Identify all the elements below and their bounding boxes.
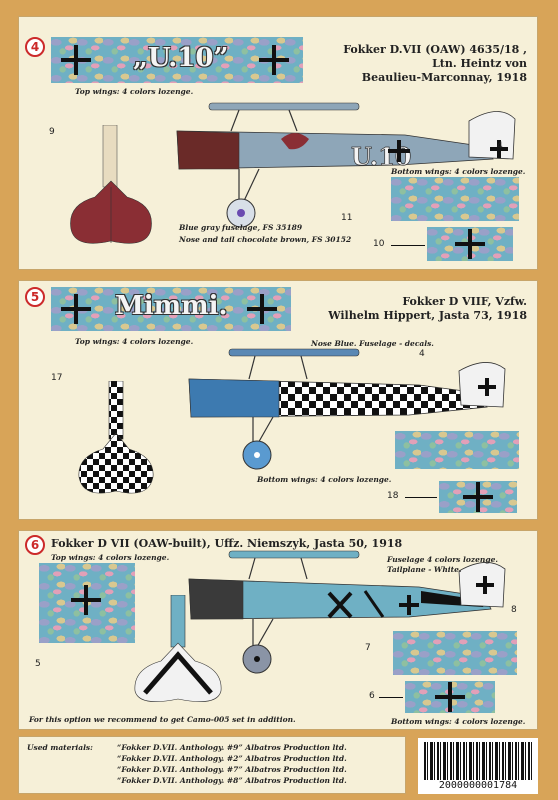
top-wings-note: Top wings: 4 colors lozenge. (51, 553, 170, 562)
callout-arrow (379, 697, 403, 698)
iron-cross-marking (71, 585, 101, 615)
used-materials-box: Used materials: “Fokker D.VII. Anthology… (18, 736, 406, 794)
decal-callout: 9 (49, 127, 55, 137)
decal-wing-piece (405, 681, 495, 713)
iron-cross-marking (455, 229, 485, 259)
camo-note: For this option we recommend to get Camo… (29, 715, 296, 724)
decal-callout: 5 (35, 659, 41, 669)
option-number-badge: 6 (25, 535, 45, 555)
decal-callout: 8 (511, 605, 517, 615)
iron-cross-marking (247, 294, 277, 324)
iron-cross-marking (61, 45, 91, 75)
option-6-panel: 6 Fokker D VII (OAW-built), Uffz. Niemsz… (18, 530, 538, 730)
decal-callout: 4 (419, 349, 425, 359)
bottom-wings-note: Bottom wings: 4 colors lozenge. (257, 475, 392, 484)
decal-callout: 17 (51, 373, 63, 383)
decal-wing-piece (427, 227, 513, 261)
decal-callout: 4 (497, 141, 503, 151)
decal-callout: 7 (365, 643, 371, 653)
top-wing-lozenge (39, 563, 135, 643)
fuselage-note: Nose Blue. Fuselage - decals. (311, 339, 434, 348)
wing-name-text: Mimmi. (115, 291, 228, 321)
callout-arrow (405, 497, 437, 498)
decal-callout: 11 (341, 213, 353, 223)
colour-note: Nose and tail chocolate brown, FS 30152 (179, 235, 352, 244)
option-title: Fokker D.VII (OAW) 4635/18 , Ltn. Heintz… (343, 43, 527, 84)
bottom-wing-lozenge (393, 631, 517, 675)
bottom-wings-note: Bottom wings: 4 colors lozenge. (391, 167, 526, 176)
decal-wing-piece (439, 481, 517, 513)
barcode-number: 2000000001784 (438, 780, 518, 791)
bottom-wing-lozenge (395, 431, 519, 469)
callout-arrow (391, 245, 425, 246)
tail-top-view (70, 125, 152, 244)
option-title: Fokker D VIIF, Vzfw. Wilhelm Hippert, Ja… (328, 295, 527, 322)
aircraft-side-view (188, 550, 506, 674)
used-materials-label: Used materials: (27, 743, 93, 752)
tail-top-view (78, 381, 154, 494)
material-line: “Fokker D.VII. Anthology. #8” Albatros P… (117, 776, 347, 785)
material-line: “Fokker D.VII. Anthology. #7” Albatros P… (117, 765, 347, 774)
option-title: Fokker D VII (OAW-built), Uffz. Niemszyk… (51, 537, 403, 550)
barcode: 2000000001784 (418, 738, 538, 794)
aircraft-side-view (188, 348, 506, 470)
option-5-panel: 5 Mimmi. Fokker D VIIF, Vzfw. Wilhelm Hi… (18, 280, 538, 520)
aircraft-side-view: U.10 (176, 102, 516, 228)
top-wings-note: Top wings: 4 colors lozenge. (75, 87, 194, 96)
iron-cross-marking (61, 294, 91, 324)
option-number-badge: 5 (25, 287, 45, 307)
fuselage-note: Fuselage 4 colors lozenge. (387, 555, 498, 564)
material-line: “Fokker D.VII. Anthology. #9” Albatros P… (117, 743, 347, 752)
option-number-badge: 4 (25, 37, 45, 57)
bottom-wings-note: Bottom wings: 4 colors lozenge. (391, 717, 526, 726)
colour-note: Blue gray fuselage, FS 35189 (179, 223, 303, 232)
top-wing-lozenge: Mimmi. (51, 287, 291, 331)
decal-callout: 6 (369, 691, 375, 701)
material-line: “Fokker D.VII. Anthology. #2” Albatros P… (117, 754, 347, 763)
top-wings-note: Top wings: 4 colors lozenge. (75, 337, 194, 346)
iron-cross-marking (435, 682, 465, 712)
iron-cross-marking (259, 45, 289, 75)
tailplane-note: Tailplane - White. (387, 565, 462, 574)
bottom-wing-lozenge (391, 177, 519, 221)
tail-top-view (134, 595, 222, 702)
fuselage-serial-text: U.10 (351, 142, 411, 171)
decal-callout: 18 (387, 491, 399, 501)
wing-serial-text: „U.10” (133, 43, 229, 73)
option-4-panel: 4 „U.10” Fokker D.VII (OAW) 4635/18 , Lt… (18, 16, 538, 270)
iron-cross-marking (463, 482, 493, 512)
barcode-bars (424, 742, 532, 780)
top-wing-lozenge: „U.10” (51, 37, 303, 83)
decal-callout: 10 (373, 239, 385, 249)
